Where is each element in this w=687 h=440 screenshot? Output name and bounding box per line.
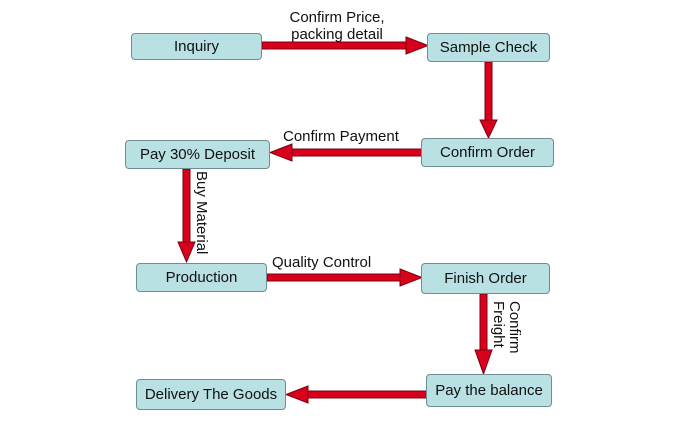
node-pay-balance: Pay the balance (426, 374, 552, 407)
edge-label-quality-control: Quality Control (272, 254, 372, 271)
arrow-confirm-order-to-pay-deposit (268, 143, 423, 162)
arrow-inquiry-to-sample-check (261, 36, 430, 55)
arrow-sample-check-to-confirm-order (479, 61, 498, 140)
node-pay-deposit: Pay 30% Deposit (125, 140, 270, 169)
arrow-pay-balance-to-delivery (284, 385, 428, 404)
edge-label-confirm-price-line1: Confirm Price, (289, 9, 385, 26)
node-delivery: Delivery The Goods (136, 379, 286, 410)
edge-label-confirm-payment: Confirm Payment (283, 128, 399, 145)
node-confirm-order: Confirm Order (421, 138, 554, 167)
arrow-pay-deposit-to-production (177, 168, 196, 264)
edge-label-buy-material: Buy Material (193, 171, 210, 255)
node-inquiry: Inquiry (131, 33, 262, 60)
node-production: Production (136, 263, 267, 292)
arrow-production-to-finish-order (266, 268, 424, 287)
node-finish-order: Finish Order (421, 263, 550, 294)
node-sample-check: Sample Check (427, 33, 550, 62)
edge-label-confirm-freight-line1: Confirm (506, 301, 523, 354)
edge-label-confirm-price: Confirm Price, packing detail (282, 9, 392, 43)
arrow-finish-order-to-pay-balance (474, 293, 493, 376)
edge-label-confirm-freight-line2: Freight (490, 301, 507, 348)
edge-label-confirm-freight: Confirm Freight (490, 301, 523, 354)
edge-label-confirm-price-line2: packing detail (291, 26, 383, 43)
